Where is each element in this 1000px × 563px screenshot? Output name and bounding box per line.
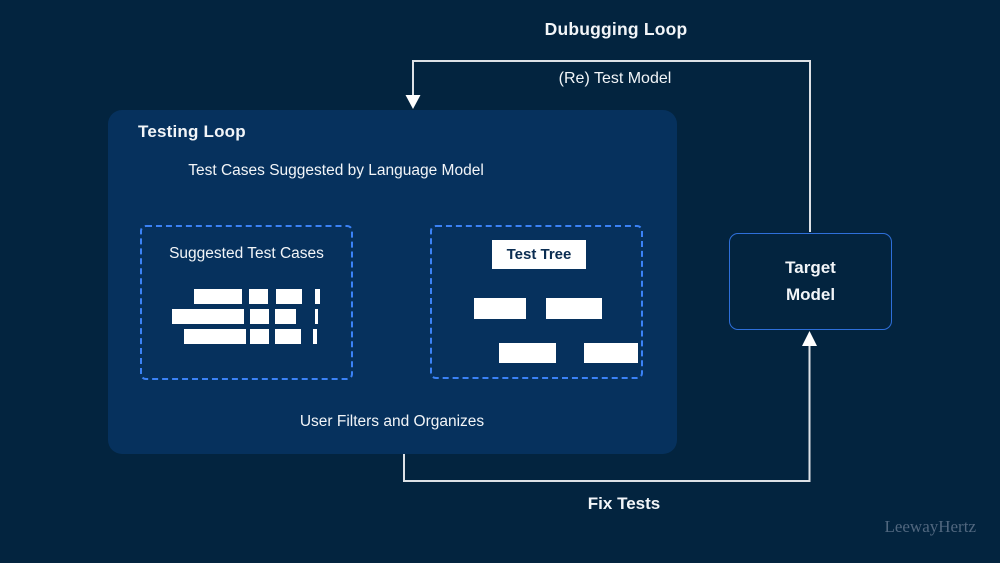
tree-node (546, 298, 602, 319)
suggested-test-cases-box: Suggested Test Cases (140, 225, 353, 380)
test-case-bar (184, 329, 246, 344)
target-model-box: Target Model (729, 233, 892, 330)
test-case-cell (275, 309, 296, 324)
watermark-logo: LeewayHertz (884, 517, 976, 536)
test-tree-box: Test Tree (430, 225, 643, 379)
test-case-cell (275, 329, 301, 344)
target-model-label: Target Model (785, 258, 836, 304)
debugging-loop-title: Dubugging Loop (544, 19, 688, 39)
retest-arrowhead-icon (405, 95, 421, 109)
test-case-cell (276, 289, 302, 304)
test-case-cell (250, 329, 269, 344)
test-case-cell (250, 309, 269, 324)
suggested-by-lm-label: Test Cases Suggested by Language Model (188, 162, 484, 179)
test-case-sliver (315, 309, 318, 324)
test-case-cell (249, 289, 268, 304)
test-case-bar (172, 309, 244, 324)
tree-node (474, 298, 526, 319)
test-tree-label: Test Tree (492, 240, 586, 269)
testing-loop-panel: Testing Loop Test Cases Suggested by Lan… (108, 110, 677, 454)
tree-node (499, 343, 556, 363)
user-filters-label: User Filters and Organizes (299, 413, 485, 430)
tree-node (584, 343, 638, 363)
suggested-test-cases-title: Suggested Test Cases (169, 245, 324, 262)
fixtests-arrowhead-icon (802, 331, 817, 346)
test-case-sliver (315, 289, 320, 304)
testing-loop-title: Testing Loop (138, 122, 246, 141)
test-case-bar (194, 289, 242, 304)
retest-model-label: (Re) Test Model (558, 70, 672, 87)
test-case-sliver (313, 329, 317, 344)
fix-tests-label: Fix Tests (587, 494, 661, 513)
